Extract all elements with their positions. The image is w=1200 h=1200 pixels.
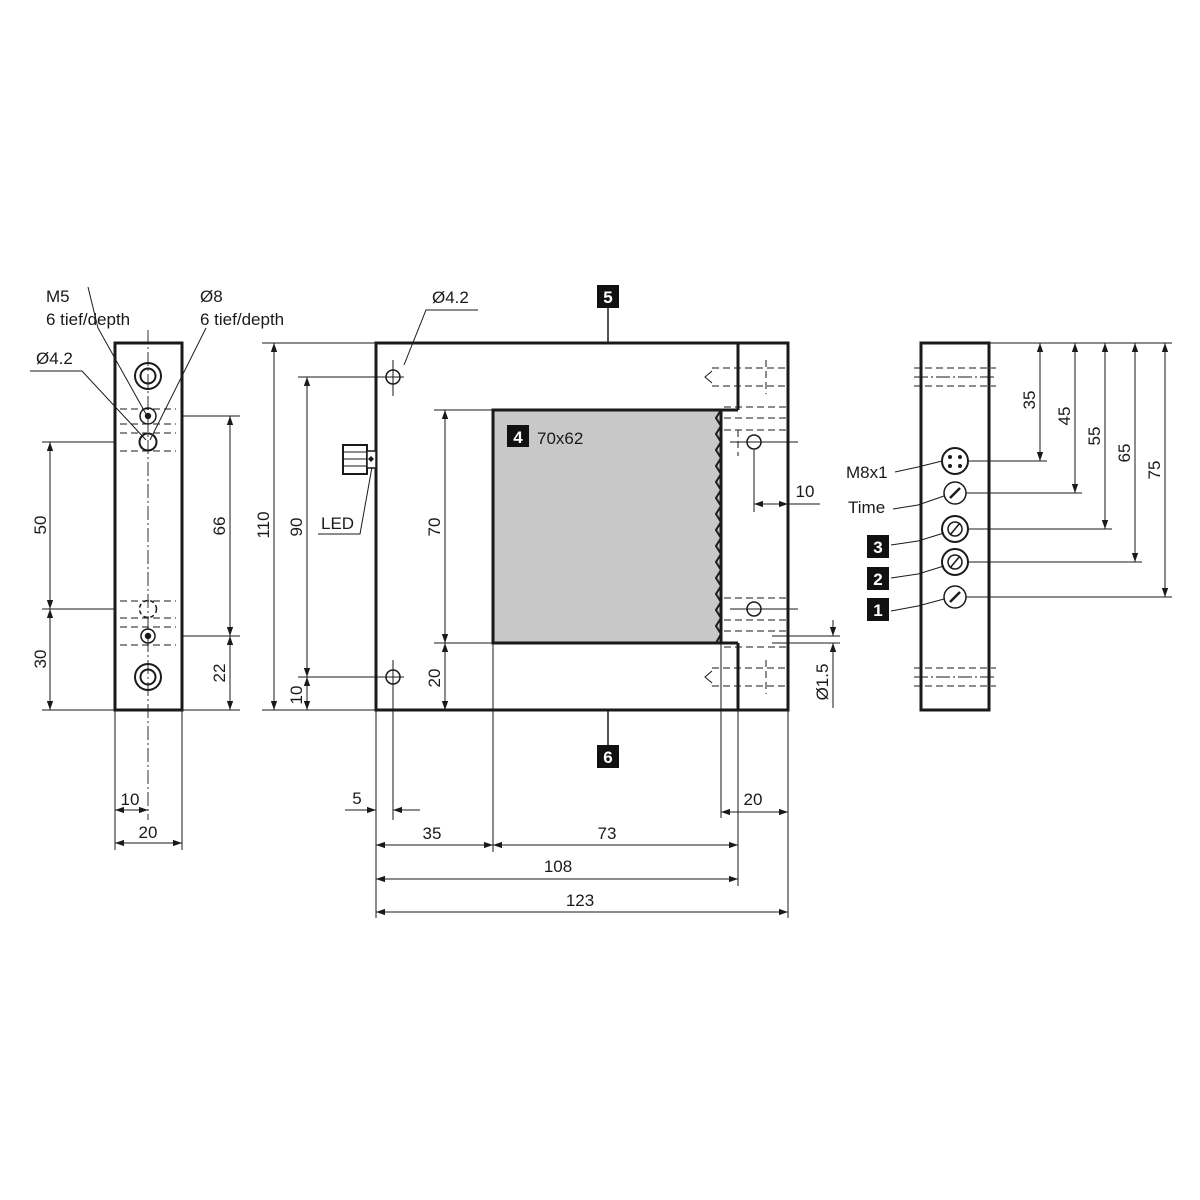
d8-leader-line: [149, 327, 207, 441]
left-through-hole-lower: [120, 599, 176, 619]
dim-30-label: 30: [31, 650, 50, 669]
left-side-view: M5 6 tief/depth Ø8 6 tief/depth Ø4.2 50 …: [30, 286, 284, 850]
window-size-label: 70x62: [537, 429, 583, 448]
left-housing-outline: [113, 341, 184, 712]
badge-6: 6: [597, 745, 619, 768]
dim-55-label: 55: [1085, 427, 1104, 446]
time-leader-line: [892, 495, 945, 510]
pin-hole-label: Ø1.5: [813, 664, 832, 701]
m8-leader-line: [894, 460, 943, 473]
dim-20-bottom-label: 20: [744, 790, 763, 809]
dim-10-right-label: 10: [796, 482, 815, 501]
dim-90-label: 90: [287, 518, 306, 537]
front-hidden-threads: [704, 360, 798, 694]
badge-5: 5: [597, 285, 619, 308]
dim-75-label: 75: [1145, 461, 1164, 480]
hole-leader-front: [403, 309, 478, 366]
badge-2: 2: [867, 567, 889, 590]
d8-label: Ø8: [200, 287, 223, 306]
svg-text:6: 6: [603, 748, 612, 767]
dim-110-label: 110: [254, 511, 273, 538]
hole-diameter-label-front: Ø4.2: [432, 288, 469, 307]
dim-70-label: 70: [425, 518, 444, 537]
badge-1: 1: [867, 598, 889, 621]
dim-5-label: 5: [352, 789, 361, 808]
hole-diameter-label-left: Ø4.2: [36, 349, 73, 368]
left-m5-thread-upper: [120, 407, 176, 425]
dim-10-front-label: 10: [287, 686, 306, 705]
dim-65-label: 65: [1115, 444, 1134, 463]
dim-10-left-label: 10: [121, 790, 140, 809]
m5-depth-label: 6 tief/depth: [46, 310, 130, 329]
dim-45-label: 45: [1055, 407, 1074, 426]
connector-label: M8x1: [846, 463, 888, 482]
hole-leader-left: [30, 370, 147, 441]
left-top-counterbore-hole: [134, 362, 162, 390]
led-leader-line: [318, 466, 373, 535]
dim-73-label: 73: [598, 824, 617, 843]
front-view: 4 70x62 Ø4.2: [254, 285, 840, 918]
sensing-window: [491, 408, 723, 645]
dim-20-front-label: 20: [425, 669, 444, 688]
dim-22-label: 22: [210, 664, 229, 683]
badge-4: 4: [507, 425, 529, 447]
dim-20-left-label: 20: [139, 823, 158, 842]
svg-text:5: 5: [603, 288, 612, 307]
dim-50-label: 50: [31, 516, 50, 535]
svg-text:2: 2: [873, 570, 882, 589]
dim-123-label: 123: [566, 891, 594, 910]
d8-depth-label: 6 tief/depth: [200, 310, 284, 329]
svg-text:3: 3: [873, 538, 882, 557]
switch-3-leader-line: [890, 532, 945, 546]
dim-108-label: 108: [544, 857, 572, 876]
right-housing-outline: [919, 341, 991, 712]
m5-label: M5: [46, 287, 70, 306]
svg-text:4: 4: [513, 428, 523, 447]
dim-35-label: 35: [423, 824, 442, 843]
switch-2-leader-line: [890, 565, 945, 579]
left-bottom-counterbore-hole: [134, 663, 162, 691]
time-label: Time: [848, 498, 885, 517]
badge-3: 3: [867, 535, 889, 558]
right-side-view: M8x1 Time 3 2 1 35 45 55 65 75: [846, 341, 1172, 712]
left-through-hole-upper: [120, 432, 176, 452]
break-line: [714, 409, 723, 644]
left-m5-thread-lower: [120, 626, 176, 646]
led-label: LED: [321, 514, 354, 533]
m5-leader-line: [87, 286, 147, 415]
svg-text:1: 1: [873, 601, 882, 620]
pot-1-leader-line: [890, 598, 945, 612]
dim-66-label: 66: [210, 517, 229, 536]
led-indicator: [342, 444, 377, 475]
dim-35-right-label: 35: [1020, 391, 1039, 410]
